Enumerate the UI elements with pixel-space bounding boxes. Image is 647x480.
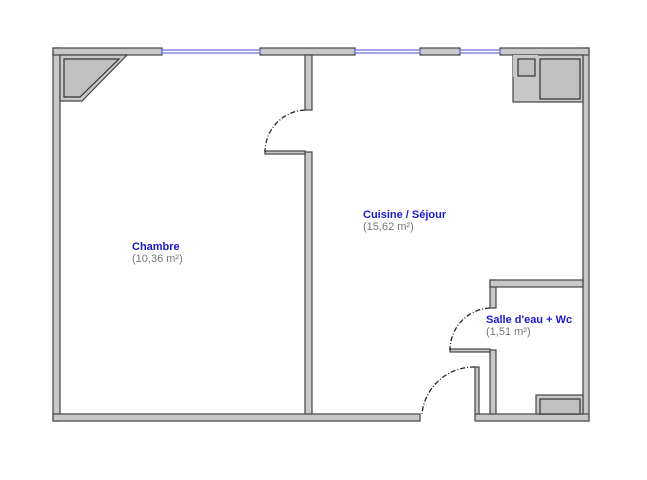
room-name: Chambre	[132, 241, 180, 253]
room-area: (10,36 m²)	[132, 253, 183, 265]
room-name: Salle d'eau + Wc	[486, 314, 573, 326]
room-name: Cuisine / Séjour	[363, 209, 447, 221]
windows	[161, 49, 501, 54]
room-label-chambre: Chambre (10,36 m²)	[132, 241, 183, 265]
room-label-salle-d-eau: Salle d'eau + Wc (1,51 m²)	[486, 314, 572, 338]
room-area: (15,62 m²)	[363, 221, 414, 233]
room-area: (1,51 m²)	[486, 326, 531, 338]
fixtures	[59, 54, 584, 415]
room-label-cuisine-sejour: Cuisine / Séjour (15,62 m²)	[363, 209, 446, 233]
outer-walls	[52, 47, 590, 422]
door-swings	[264, 109, 491, 415]
interior-walls	[264, 54, 584, 415]
